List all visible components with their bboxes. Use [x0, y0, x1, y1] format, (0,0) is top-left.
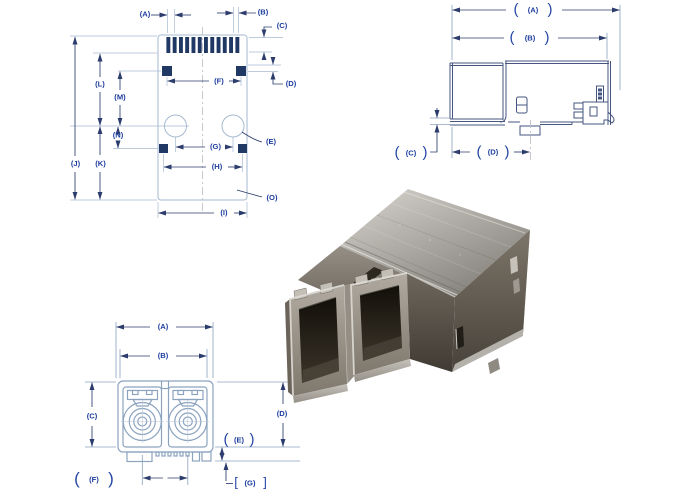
front-view: (A) (B) (C) (D) ( (E) ) ( (F) ) [ (G) ]	[74, 322, 300, 489]
photo-emi-tab-2	[513, 278, 520, 294]
footprint-dim-label-m: (M)	[114, 93, 126, 102]
front-dim-g-lbracket: [	[234, 474, 238, 489]
photo-base-strip-left	[293, 384, 348, 403]
side-dim-b-rparen: )	[545, 29, 550, 46]
front-dim-label-b: (B)	[158, 351, 169, 360]
footprint-dimension-lines	[72, 10, 283, 216]
footprint-dim-label-b: (B)	[258, 8, 269, 17]
side-dim-label-c: (C)	[406, 148, 417, 157]
footprint-dim-label-i: (I)	[220, 208, 228, 217]
photo-lc-port-left	[289, 281, 347, 397]
footprint-dim-label-c: (C)	[277, 21, 288, 30]
photo-bottom-rail	[452, 329, 523, 372]
footprint-dim-label-e: (E)	[266, 137, 277, 146]
front-dim-f-lparen: (	[74, 469, 80, 488]
side-dim-label-a: (A)	[528, 5, 539, 14]
footprint-mount-pads	[159, 66, 247, 153]
photo-front-right-edge-highlight	[406, 272, 456, 298]
footprint-dim-label-n: (N)	[113, 131, 124, 140]
footprint-dim-label-d: (D)	[286, 79, 297, 88]
side-dim-d-lparen: (	[477, 143, 482, 160]
photo-emi-tab	[510, 256, 518, 274]
front-dim-label-a: (A)	[158, 322, 169, 331]
side-dim-label-b: (B)	[525, 33, 536, 42]
footprint-dim-label-a: (A)	[140, 10, 151, 19]
front-dim-e-rparen: )	[250, 431, 255, 448]
front-dim-e-lparen: (	[224, 431, 229, 448]
photo-front-right-wall	[407, 273, 455, 372]
footprint-dim-label-g: (G)	[210, 142, 221, 151]
side-body-outline	[449, 60, 611, 136]
front-dim-label-c: (C)	[87, 412, 98, 421]
front-dim-label-f: (F)	[89, 475, 99, 484]
photo-top-face	[340, 189, 530, 297]
footprint-dim-label-k: (K)	[95, 159, 106, 168]
side-extension-lines	[430, 5, 621, 158]
front-extension-lines	[85, 322, 300, 485]
front-dimension-lines	[89, 324, 286, 484]
side-dim-b-lparen: (	[510, 29, 515, 46]
side-dim-label-d: (D)	[488, 148, 499, 157]
photo-lc-port-right	[350, 267, 410, 376]
footprint-hole-right	[221, 114, 245, 138]
front-dim-label-d: (D)	[277, 409, 288, 418]
photo-left-port-sidewall	[285, 299, 293, 396]
photo-side-slot-highlight	[455, 328, 458, 350]
side-dim-d-rparen: )	[505, 143, 510, 160]
side-dim-a-rparen: )	[548, 1, 553, 18]
side-view: ( (A) ) ( (B) ) ( (C) ) ( (D) )	[395, 1, 621, 162]
side-dim-a-lparen: (	[514, 1, 519, 18]
photo-side-slot	[456, 326, 464, 349]
side-dim-c-lparen: (	[395, 144, 400, 161]
footprint-pad-row	[166, 37, 240, 53]
front-crosshairs	[121, 400, 209, 443]
connector-photo	[285, 189, 530, 403]
front-dim-label-e: (E)	[234, 435, 245, 444]
footprint-dim-label-f: (F)	[214, 77, 224, 86]
front-dim-f-rparen: )	[108, 469, 114, 488]
footprint-extension-lines	[70, 7, 283, 218]
footprint-dim-label-o: (O)	[267, 193, 278, 202]
side-dimension-lines	[430, 7, 620, 155]
footprint-view: (A) (B) (C) (D) (E) (F) (G) (H) (I) (J) …	[70, 7, 297, 218]
front-dim-g-rbracket: ]	[263, 474, 267, 489]
front-dim-label-g: (G)	[245, 478, 256, 487]
footprint-dim-label-h: (H)	[212, 162, 223, 171]
photo-top-brushed-texture	[341, 191, 526, 296]
footprint-dim-label-l: (L)	[95, 80, 105, 89]
photo-cage-foot	[488, 358, 500, 374]
footprint-dim-label-j: (J)	[71, 159, 81, 168]
photo-base-strip-right	[354, 359, 411, 382]
side-latch-detail	[573, 85, 615, 125]
side-dim-c-rparen: )	[423, 144, 428, 161]
